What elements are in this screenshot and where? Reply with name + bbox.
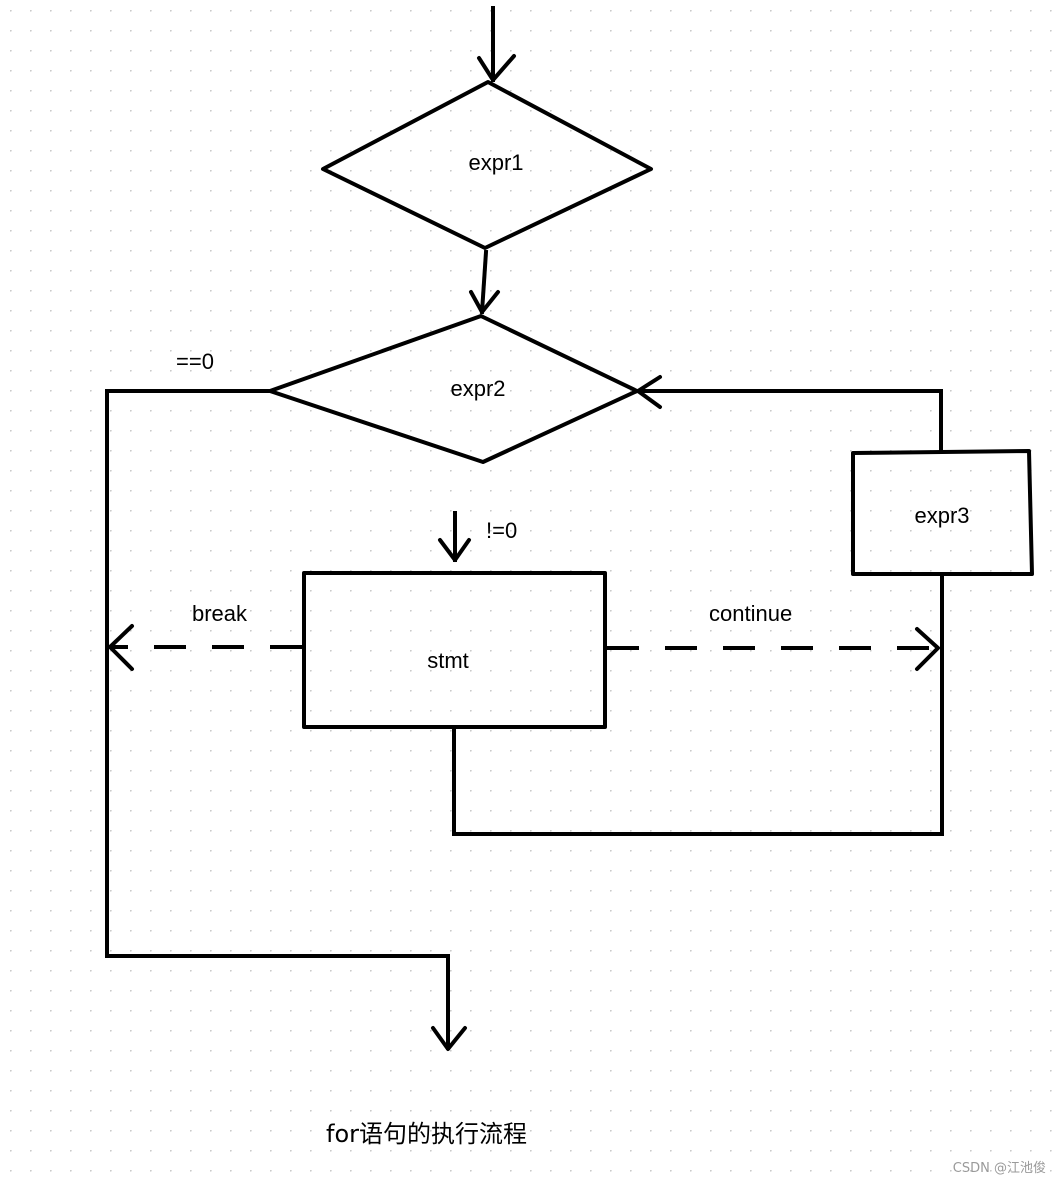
stmt-to-expr3-path — [452, 574, 944, 836]
expr2-diamond — [268, 314, 639, 464]
expr1-to-expr2-arrowhead — [469, 290, 500, 314]
exit-arrowhead — [431, 1026, 467, 1051]
expr1-label: expr1 — [468, 150, 523, 175]
expr1-diamond — [321, 80, 653, 250]
diagram-caption: for语句的执行流程 — [326, 1120, 527, 1148]
expr3-to-expr2-path — [638, 389, 943, 453]
expr3-box — [851, 449, 1034, 576]
exit-path-line — [105, 389, 450, 1050]
expr2-label: expr2 — [450, 376, 505, 401]
expr3-label: expr3 — [914, 503, 969, 528]
entry-arrowhead — [477, 54, 516, 82]
true-branch-label: !=0 — [486, 518, 517, 543]
false-branch-label: ==0 — [176, 349, 214, 374]
expr1-to-expr2-line — [479, 249, 489, 315]
csdn-watermark: CSDN @江池俊 — [953, 1161, 1046, 1176]
expr3-to-expr2-arrowhead — [636, 375, 662, 409]
continue-arrowhead — [915, 627, 940, 671]
continue-label: continue — [709, 601, 792, 626]
break-label: break — [192, 601, 248, 626]
stmt-label: stmt — [427, 648, 469, 673]
true-branch-arrowhead — [438, 538, 471, 562]
break-arrowhead — [108, 624, 134, 671]
